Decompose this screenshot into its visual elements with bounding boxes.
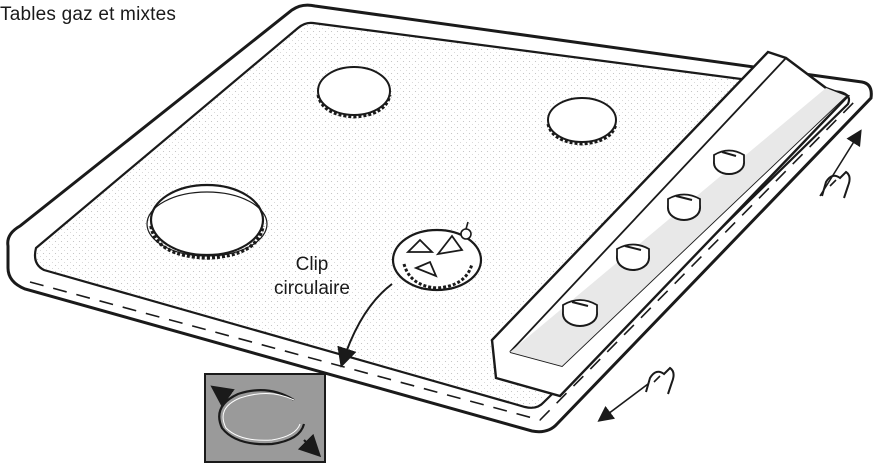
seal-line	[29, 95, 861, 421]
rotate-arrows-icon	[210, 385, 322, 458]
hob-top-surface	[33, 21, 851, 409]
clip-direction-arrow	[597, 383, 649, 422]
clip-callout-label: Clip circulaire	[258, 253, 366, 301]
clip-direction-arrow	[819, 129, 862, 197]
clip-callout-line2: circulaire	[273, 278, 351, 299]
section-title: Tables gaz et mixtes	[0, 4, 177, 25]
control-knob-icon	[713, 149, 745, 175]
burner-icon	[546, 97, 618, 146]
control-strip-shade	[510, 88, 846, 366]
clip-callout-line1: Clip	[295, 254, 329, 275]
control-knob-icon	[616, 243, 650, 271]
callout-arrow	[337, 283, 393, 368]
spring-clip-icon	[821, 170, 851, 199]
control-knob-icon	[667, 193, 701, 221]
burner-icon	[391, 221, 483, 292]
clip-detail-inset	[204, 373, 326, 463]
control-knob-icon	[562, 299, 598, 327]
burner-icon	[316, 66, 392, 119]
spring-clip-icon	[645, 366, 675, 395]
burner-icon	[146, 183, 268, 260]
